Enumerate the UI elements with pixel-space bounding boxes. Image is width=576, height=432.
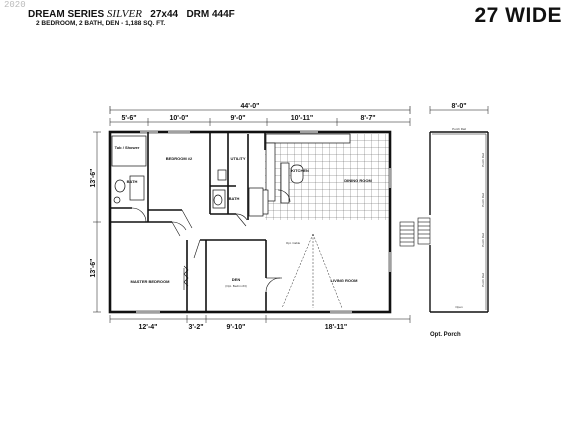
bedroom2-label: BEDROOM #2 (166, 156, 193, 161)
model-number: DRM 444F (186, 9, 235, 20)
overall-dimension: 44'-0" (109, 103, 411, 114)
porch-stairs (399, 221, 415, 247)
series-title: DREAM SERIES SILVER 27x44 DRM 444F (28, 8, 235, 20)
dim-left-1: 13'-6" (90, 169, 97, 188)
porch-rail-4: Porch Rail (481, 273, 485, 287)
porch-rail-2: Porch Rail (481, 193, 485, 207)
dim-bottom-1: 12'-4" (139, 324, 158, 331)
bath2-fixtures (213, 187, 264, 217)
interior-walls (110, 132, 267, 312)
porch-width: 8'-0" (451, 103, 466, 110)
dim-bottom-3: 9'-10" (227, 324, 246, 331)
master-bedroom-label: MASTER BEDROOM (131, 279, 171, 284)
kitchen-label: KITCHEN (291, 168, 309, 173)
overall-width: 44'-0" (241, 103, 260, 110)
bath2-label: BATH (229, 196, 240, 201)
doors (131, 189, 291, 293)
dim-top-3: 9'-0" (230, 115, 245, 122)
dim-top-2: 10'-0" (170, 115, 189, 122)
porch-rail-top: Porch Rail (452, 127, 466, 131)
porch-label: Opt. Porch (430, 332, 461, 338)
dim-bottom-4: 18'-11" (325, 324, 348, 331)
dining-room-label: DINING ROOM (344, 178, 372, 183)
top-dimensions: 5'-6" 10'-0" 9'-0" 10'-11" 8'-7" (109, 115, 411, 126)
den-label: DEN (232, 277, 241, 282)
series-prefix: DREAM SERIES (28, 9, 105, 20)
bottom-dimensions: 12'-4" 3'-2" 9'-10" 18'-11" (109, 315, 411, 331)
vaulted-ceiling-lines (281, 233, 343, 309)
dim-top-1: 5'-6" (121, 115, 136, 122)
watermark: 2020 (4, 0, 26, 10)
porch-stairs-right (417, 217, 431, 245)
dim-bottom-2: 3'-2" (188, 324, 203, 331)
dim-top-4: 10'-11" (291, 115, 314, 122)
header: 2020 DREAM SERIES SILVER 27x44 DRM 444F … (0, 0, 576, 40)
tub-shower-label: Tub / Shower (115, 145, 140, 150)
porch-rail-3: Porch Rail (481, 233, 485, 247)
series-name: SILVER (106, 8, 142, 20)
home-specs: 2 BEDROOM, 2 BATH, DEN - 1,188 SQ. FT. (36, 20, 166, 27)
bath1-fixtures (111, 135, 147, 204)
porch-plan: 8'-0" Porch Rail Open Porch Rail Porch R… (417, 103, 489, 313)
dim-left-2: 13'-6" (90, 259, 97, 278)
width-label: 27 WIDE (474, 4, 562, 27)
ceiling-note: Opt. Cable (286, 241, 301, 245)
window-frames (136, 131, 391, 313)
home-size: 27x44 (150, 9, 179, 20)
windows (136, 131, 391, 313)
living-room-label: LIVING ROOM (331, 278, 359, 283)
dim-top-5: 8'-7" (360, 115, 375, 122)
utility-label: UTILITY (230, 156, 245, 161)
closet-bifold (183, 265, 189, 287)
bath1-label: BATH (127, 179, 138, 184)
left-dimensions: 13'-6" 13'-6" (90, 131, 101, 313)
porch-rail-1: Porch Rail (481, 153, 485, 167)
den-note: (Opt. Bedrm #3) (225, 284, 247, 288)
porch-open: Open (455, 305, 463, 309)
